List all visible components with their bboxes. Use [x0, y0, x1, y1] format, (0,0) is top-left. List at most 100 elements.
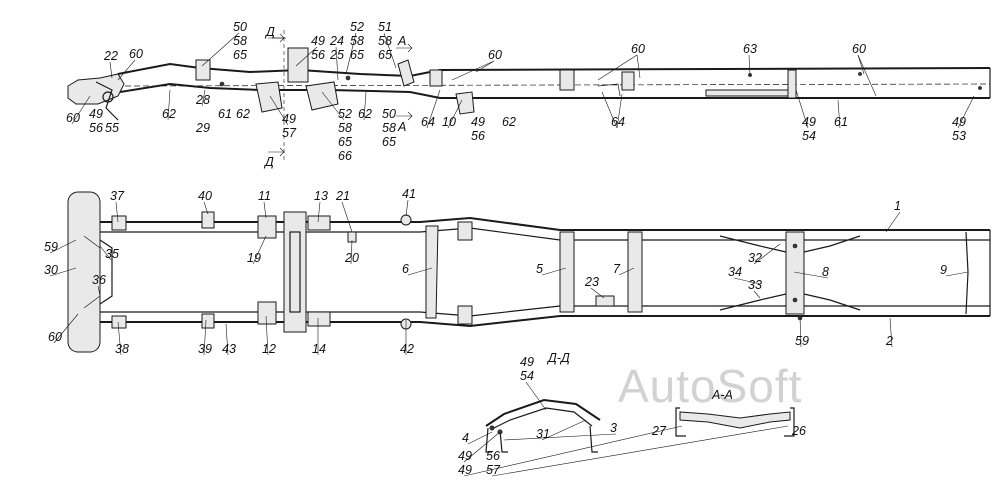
- leader-line: [636, 54, 641, 79]
- callout-label: 65: [382, 135, 396, 149]
- callout-label: 49: [802, 115, 816, 129]
- leader-line: [857, 54, 865, 75]
- callout-label: 2: [885, 334, 893, 348]
- brace-32-upper: [719, 235, 861, 253]
- leader-line: [616, 93, 623, 129]
- callout-label: 60: [48, 330, 62, 344]
- leader-line: [463, 431, 501, 463]
- bracket-14: [307, 311, 331, 327]
- callout-label: 33: [748, 278, 762, 292]
- leader-line: [793, 271, 829, 279]
- callout-label: 56: [471, 129, 485, 143]
- side-bracket-3: [621, 71, 635, 91]
- crossmember-5: [559, 231, 575, 313]
- leader-line: [363, 91, 367, 121]
- section-a-a-crossmember: [679, 411, 791, 429]
- callout-label: 49: [520, 355, 534, 369]
- callout-label: 23: [584, 275, 599, 289]
- callout-label: 49: [471, 115, 485, 129]
- rivet: [978, 86, 982, 90]
- leader-line: [467, 431, 493, 445]
- callout-label: 54: [520, 369, 534, 383]
- callout-label: 64: [421, 115, 435, 129]
- callout-label: 28: [195, 93, 210, 107]
- leader-line: [252, 235, 267, 265]
- callout-label: 24: [329, 34, 344, 48]
- section-leg-left: [485, 427, 492, 453]
- callout-label: 9: [940, 263, 947, 277]
- leader-line: [49, 267, 77, 277]
- leader-line: [341, 201, 353, 233]
- callout-label: 52: [350, 20, 364, 34]
- leader-line: [263, 201, 267, 219]
- callout-label: 66: [338, 149, 352, 163]
- callout-label: 11: [258, 189, 271, 203]
- callout-label: 13: [314, 189, 328, 203]
- leader-line: [201, 89, 206, 107]
- section-crossmember-inner: [493, 407, 593, 429]
- callout-label: 20: [344, 251, 359, 265]
- callout-label: 5: [536, 262, 543, 276]
- spring-bracket-center: [287, 47, 309, 83]
- callout-label: 56: [311, 48, 325, 62]
- bracket-13: [307, 215, 331, 231]
- callout-label: 60: [852, 42, 866, 56]
- right-side-member-outer: [100, 315, 990, 328]
- bracket-26: [784, 407, 795, 437]
- leader-line: [109, 61, 113, 79]
- bolt: [792, 297, 798, 303]
- callout-label: 50: [382, 107, 396, 121]
- leader-line: [447, 99, 463, 129]
- leader-line: [405, 199, 409, 217]
- callout-label: 50: [233, 20, 247, 34]
- bracket-27: [675, 407, 686, 437]
- callout-label: 51: [378, 20, 392, 34]
- leader-line: [618, 267, 635, 276]
- leader-line: [295, 46, 318, 67]
- callout-label: 14: [312, 342, 326, 356]
- leader-line: [753, 243, 781, 265]
- leader-line: [451, 60, 495, 81]
- callout-label: 65: [350, 48, 364, 62]
- callout-label: 56: [486, 449, 500, 463]
- callout-label: 57: [282, 126, 297, 140]
- rear-end-plate: [965, 231, 969, 315]
- leader-line: [201, 32, 240, 67]
- callout-label: 49: [952, 115, 966, 129]
- callout-label: 40: [198, 189, 212, 203]
- leader-line: [97, 285, 101, 297]
- callout-label: 58: [338, 121, 352, 135]
- leader-line: [321, 91, 345, 121]
- callout-label: 52: [338, 107, 352, 121]
- section-arrow-a-top: [396, 43, 413, 53]
- callout-label: А-А: [711, 388, 733, 402]
- callout-label: 58: [233, 34, 247, 48]
- bracket-40: [201, 211, 215, 229]
- callout-label: 22: [103, 49, 118, 63]
- bolt: [345, 75, 351, 81]
- leader-line: [53, 313, 79, 344]
- callout-label: 59: [44, 240, 58, 254]
- callout-label: 49: [282, 112, 296, 126]
- section-d-d-view: [485, 398, 601, 453]
- bolt: [219, 81, 225, 87]
- leader-line: [597, 54, 638, 81]
- leader-line: [889, 317, 893, 348]
- callout-label: 63: [743, 42, 757, 56]
- callout-label: 10: [442, 115, 456, 129]
- section-crossmember-profile: [485, 398, 601, 427]
- callout-label: 7: [613, 262, 621, 276]
- callout-label: 49: [89, 107, 103, 121]
- spring-bracket-front: [195, 59, 211, 81]
- callout-label: 6: [402, 262, 409, 276]
- side-bracket-1: [429, 69, 443, 87]
- leader-line: [203, 319, 207, 356]
- callout-label: Д-Д: [546, 351, 570, 365]
- leader-line: [317, 201, 321, 223]
- callout-label: 43: [222, 342, 236, 356]
- callout-label: 12: [262, 342, 276, 356]
- bracket-23: [595, 295, 615, 307]
- leader-line: [525, 381, 547, 411]
- suspension-hanger-2: [305, 81, 339, 111]
